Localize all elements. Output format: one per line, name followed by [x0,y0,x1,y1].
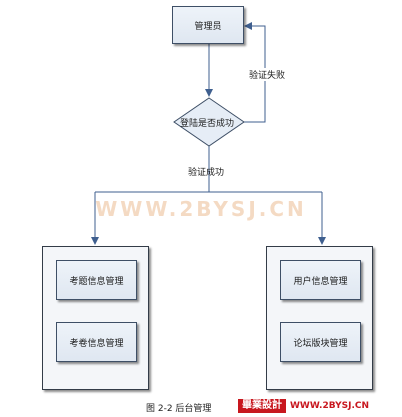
site-url: WWW.2BYSJ.CN [290,401,370,411]
verify-success-label: 验证成功 [188,168,225,178]
user-info-mgmt-label: 用户信息管理 [293,276,348,287]
left-management-panel: 考题信息管理 考卷信息管理 [42,246,149,390]
forum-section-mgmt-node: 论坛版块管理 [280,322,361,362]
verify-fail-label: 验证失败 [248,68,287,81]
right-management-panel: 用户信息管理 论坛版块管理 [266,246,373,390]
watermark-text: WWW.2BYSJ.CN [95,197,307,221]
user-info-mgmt-node: 用户信息管理 [280,260,361,300]
exam-paper-mgmt-node: 考卷信息管理 [56,322,137,362]
exam-paper-mgmt-label: 考卷信息管理 [69,338,124,349]
admin-label: 管理员 [194,21,222,32]
login-check-label: 登陆是否成功 [180,119,235,129]
exam-question-mgmt-label: 考题信息管理 [69,276,124,287]
exam-question-mgmt-node: 考题信息管理 [56,260,137,300]
admin-node: 管理员 [172,6,244,44]
forum-section-mgmt-label: 论坛版块管理 [293,338,348,349]
figure-caption: 图 2-2 后台管理 [146,404,212,414]
site-logo: 畢業設計 [238,399,286,413]
login-decision-diamond [173,97,245,147]
